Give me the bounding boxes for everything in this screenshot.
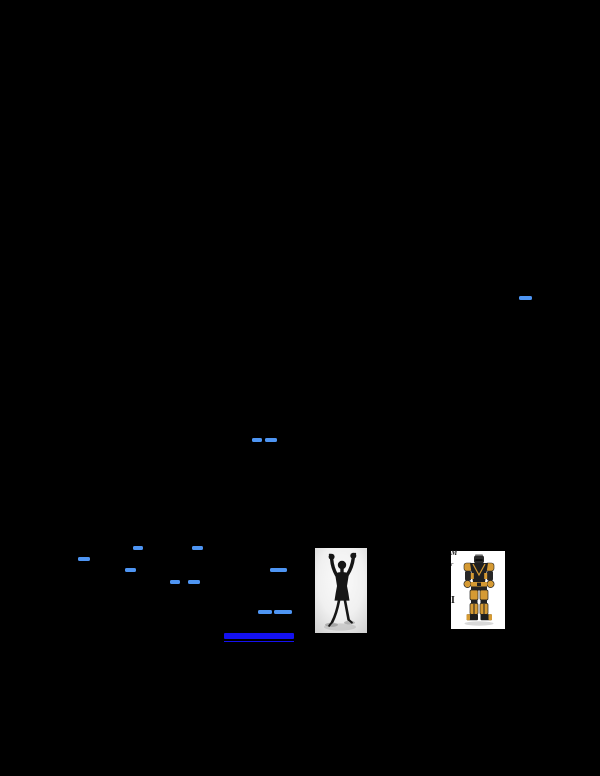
text-fragment-m: M	[451, 549, 458, 557]
hyperlink-fragment-10[interactable]	[188, 580, 200, 584]
hyperlink-fragment-7[interactable]	[125, 568, 136, 572]
hyperlink-fragment-5[interactable]	[192, 546, 203, 550]
hyperlink-fragment-11[interactable]	[258, 610, 272, 614]
hyperlink-fragment-12[interactable]	[274, 610, 292, 614]
human-silhouette-image	[315, 548, 367, 633]
text-fragment-i: I	[451, 595, 455, 606]
humanoid-robot-image	[451, 551, 505, 629]
text-fragment-r: r	[451, 562, 454, 568]
hyperlink-fragment-4[interactable]	[133, 546, 143, 550]
url-link[interactable]	[224, 633, 294, 642]
hyperlink-fragment-6[interactable]	[78, 557, 90, 561]
hyperlink-fragment-2[interactable]	[252, 438, 262, 442]
url-link-text	[224, 633, 294, 639]
hyperlink-fragment-3[interactable]	[265, 438, 277, 442]
hyperlink-fragment-8[interactable]	[270, 568, 287, 572]
url-link-underline	[224, 640, 294, 642]
hyperlink-fragment-9[interactable]	[170, 580, 180, 584]
figure-humanoid-robot: M r I	[451, 549, 505, 629]
hyperlink-fragment-1[interactable]	[519, 296, 532, 300]
figure-human-silhouette	[315, 548, 367, 633]
